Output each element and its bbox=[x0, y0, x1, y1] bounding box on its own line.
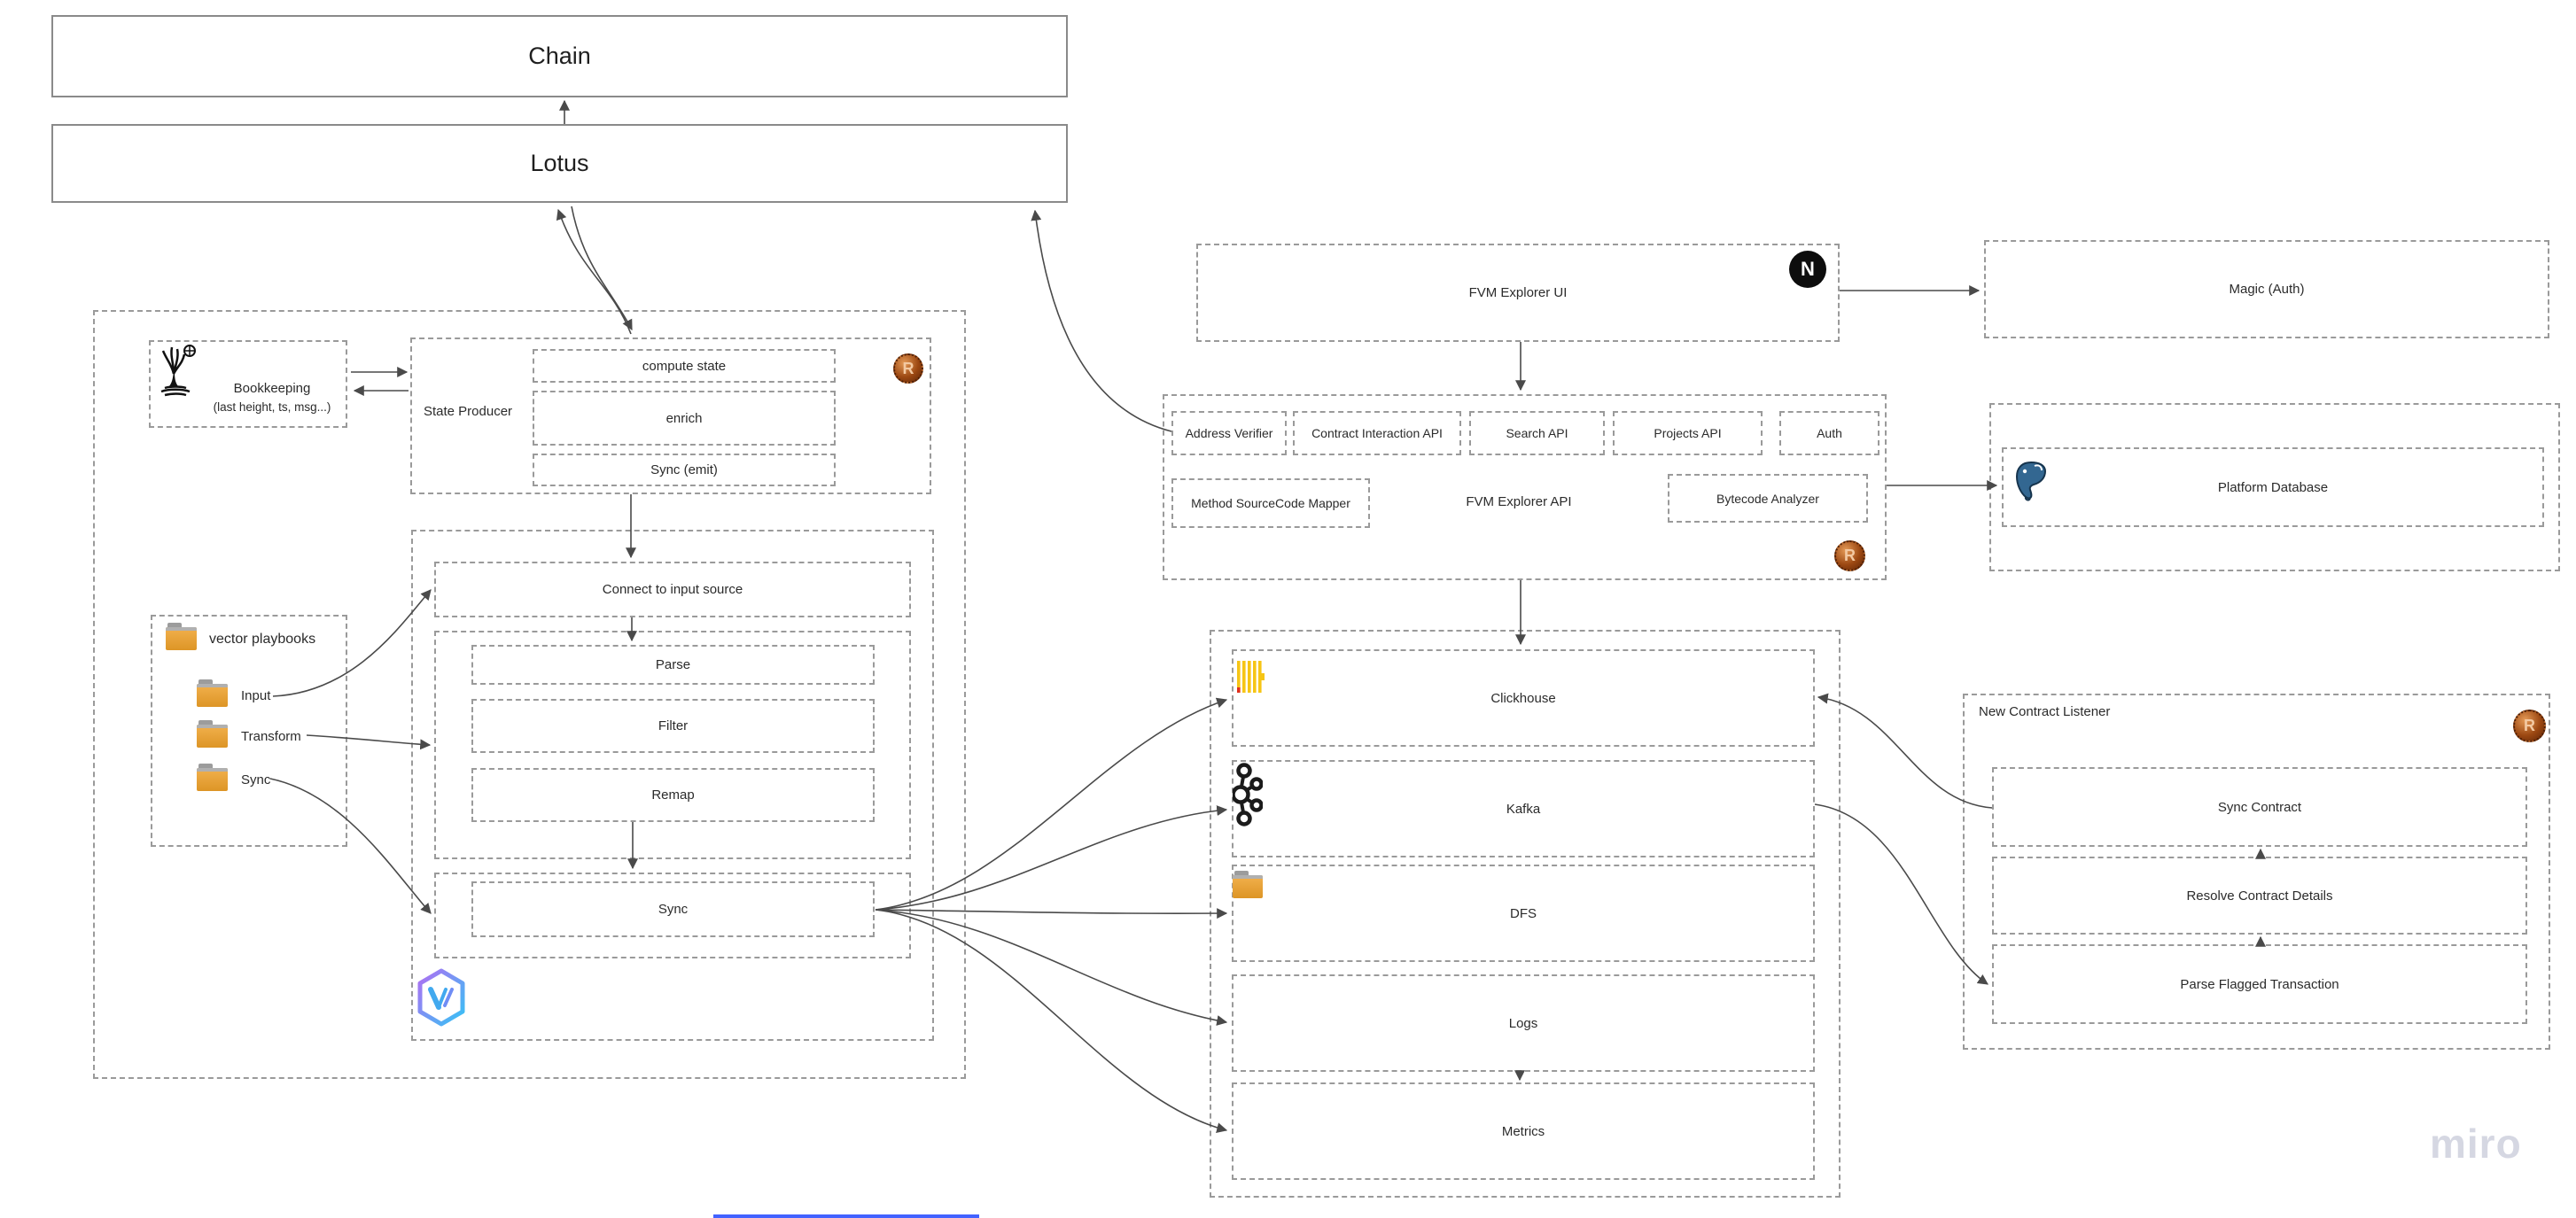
nextjs-letter: N bbox=[1801, 258, 1815, 280]
node-enrich[interactable]: enrich bbox=[533, 391, 836, 446]
folder-icon bbox=[197, 679, 228, 707]
node-sync-contract[interactable]: Sync Contract bbox=[1992, 767, 2527, 847]
kafka-icon bbox=[1233, 763, 1263, 826]
folder-icon bbox=[166, 623, 197, 650]
frame-edge-indicator bbox=[713, 1214, 979, 1218]
miro-watermark: miro bbox=[2430, 1121, 2522, 1167]
node-sync-emit[interactable]: Sync (emit) bbox=[533, 454, 836, 486]
bookkeeping-title: Bookkeeping bbox=[233, 381, 311, 396]
node-vector-playbooks[interactable] bbox=[151, 615, 347, 847]
node-projects-api[interactable]: Projects API bbox=[1613, 411, 1763, 455]
node-chain[interactable]: Chain bbox=[51, 15, 1068, 97]
state-producer-label: State Producer bbox=[423, 404, 513, 419]
node-resolve-contract-details[interactable]: Resolve Contract Details bbox=[1992, 857, 2527, 935]
connector-kafka-parseflagged[interactable] bbox=[1814, 803, 1988, 985]
node-contract-interaction-api[interactable]: Contract Interaction API bbox=[1293, 411, 1461, 455]
bookkeeping-subtitle: (last height, ts, msg...) bbox=[213, 400, 331, 414]
node-logs[interactable]: Logs bbox=[1232, 974, 1815, 1072]
node-method-sourcecode-mapper[interactable]: Method SourceCode Mapper bbox=[1171, 478, 1370, 528]
node-auth[interactable]: Auth bbox=[1779, 411, 1879, 455]
node-kafka[interactable]: Kafka bbox=[1232, 760, 1815, 857]
node-pipeline-sync[interactable]: Sync bbox=[471, 881, 875, 937]
node-bytecode-analyzer[interactable]: Bytecode Analyzer bbox=[1668, 474, 1868, 523]
node-state-producer[interactable] bbox=[410, 337, 931, 494]
node-bookkeeping[interactable] bbox=[149, 340, 347, 428]
connector-api-lotus[interactable] bbox=[1031, 209, 1172, 432]
node-search-api[interactable]: Search API bbox=[1469, 411, 1605, 455]
node-compute-state[interactable]: compute state bbox=[533, 349, 836, 383]
folder-icon bbox=[197, 764, 228, 791]
rust-letter: R bbox=[2524, 717, 2535, 734]
node-dfs[interactable]: DFS bbox=[1232, 865, 1815, 962]
vector-logo-icon bbox=[417, 968, 465, 1027]
group-ingest[interactable] bbox=[93, 310, 966, 1079]
playbook-transform[interactable]: Transform bbox=[241, 729, 301, 744]
node-clickhouse[interactable]: Clickhouse bbox=[1232, 649, 1815, 747]
rust-icon: R bbox=[2513, 710, 2546, 742]
rust-icon: R bbox=[1834, 540, 1865, 571]
node-connect-input-source[interactable]: Connect to input source bbox=[434, 562, 911, 617]
folder-icon bbox=[1233, 871, 1263, 898]
playbook-input[interactable]: Input bbox=[241, 688, 271, 703]
node-filter[interactable]: Filter bbox=[471, 699, 875, 753]
node-magic-auth[interactable]: Magic (Auth) bbox=[1984, 240, 2549, 338]
nextjs-icon: N bbox=[1789, 251, 1826, 288]
group-fvm-explorer-api[interactable] bbox=[1163, 394, 1887, 580]
ink-tree-icon bbox=[160, 345, 196, 397]
clickhouse-icon bbox=[1237, 661, 1265, 693]
postgresql-icon bbox=[2015, 461, 2047, 501]
fvm-explorer-api-label: FVM Explorer API bbox=[1466, 494, 1572, 509]
node-address-verifier[interactable]: Address Verifier bbox=[1171, 411, 1287, 455]
node-fvm-explorer-ui[interactable]: FVM Explorer UI bbox=[1196, 244, 1840, 342]
node-parse-flagged-transaction[interactable]: Parse Flagged Transaction bbox=[1992, 944, 2527, 1024]
rust-letter: R bbox=[1844, 547, 1856, 564]
folder-icon bbox=[197, 720, 228, 748]
new-contract-listener-title: New Contract Listener bbox=[1979, 704, 2111, 719]
node-lotus[interactable]: Lotus bbox=[51, 124, 1068, 203]
node-metrics[interactable]: Metrics bbox=[1232, 1082, 1815, 1180]
rust-letter: R bbox=[902, 359, 914, 377]
node-platform-database[interactable]: Platform Database bbox=[2002, 447, 2544, 527]
rust-icon: R bbox=[893, 353, 923, 384]
playbook-sync[interactable]: Sync bbox=[241, 772, 271, 787]
playbooks-title: vector playbooks bbox=[209, 632, 316, 647]
node-remap[interactable]: Remap bbox=[471, 768, 875, 822]
node-parse[interactable]: Parse bbox=[471, 645, 875, 685]
